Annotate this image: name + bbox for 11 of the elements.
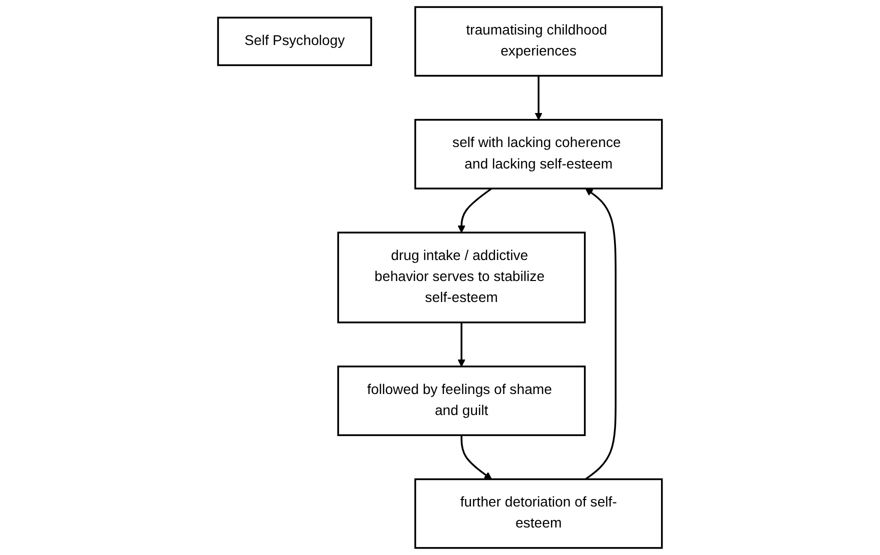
arrow	[460, 435, 492, 480]
node-box: traumatising childhood experiences	[414, 6, 663, 77]
node-box: self with lacking coherence and lacking self-esteem	[414, 118, 663, 190]
node-box: drug intake / addictive behavior serves to stabilize self-esteem	[337, 232, 586, 324]
node-box: Self Psychology	[217, 16, 372, 66]
arrow	[458, 188, 492, 233]
arrow	[458, 322, 466, 367]
node-box: further detoriation of self-esteem	[414, 478, 663, 549]
arrow	[534, 76, 542, 120]
arrow	[585, 188, 617, 480]
node-box: followed by feelings of shame and guilt	[337, 366, 586, 436]
